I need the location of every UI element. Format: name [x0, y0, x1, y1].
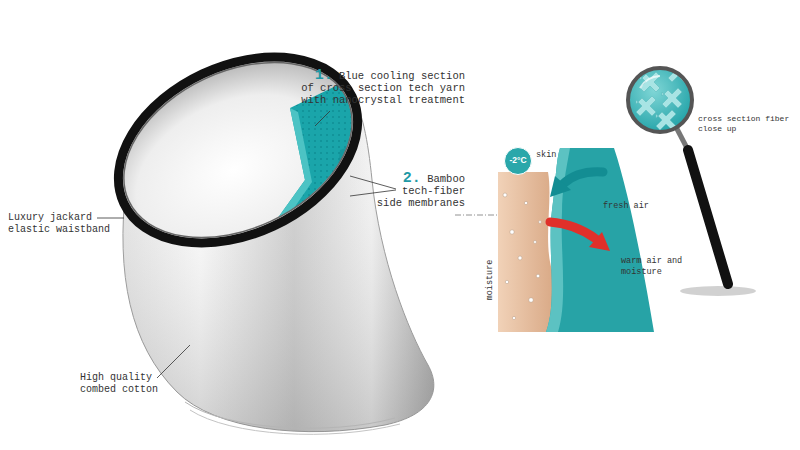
droplet [503, 193, 507, 197]
waistband-edge [96, 28, 381, 272]
fiber-cross [656, 110, 676, 130]
droplet [505, 280, 508, 283]
callout-label: High quality combed cotton [80, 372, 158, 395]
label-group: skin [536, 150, 556, 160]
magnifier-rim [628, 68, 692, 132]
leader-line [157, 345, 190, 378]
droplet [524, 201, 527, 204]
fabric [546, 148, 654, 332]
label-group: High quality combed cotton [80, 372, 162, 396]
fiber-cross [636, 96, 656, 116]
droplet [510, 230, 514, 234]
warm-air-arrow [550, 222, 596, 239]
waistband [88, 21, 387, 280]
leader-line [97, 218, 124, 219]
leader-line [350, 176, 396, 189]
lens-highlight [640, 76, 660, 88]
callout-label: skin [536, 150, 556, 160]
callout-number: 1. [315, 67, 333, 84]
label-group: cross section fiber close up [698, 114, 792, 134]
leader-line [350, 190, 396, 196]
warm-air-arrowhead [589, 232, 610, 251]
label-group: warm air and moisture [621, 256, 693, 278]
fresh-air-arrowhead [550, 176, 571, 197]
callout-label: fresh air [603, 201, 649, 211]
temperature-badge: -2°C [504, 147, 532, 175]
callout-label: Luxury jackard elastic waistband [8, 212, 110, 235]
bottom-seam [190, 410, 400, 434]
callout-label: Bamboo tech-fiber side membranes [377, 173, 465, 209]
label-group: 2. Bamboo tech-fiber side membranes [373, 173, 465, 209]
droplet [536, 274, 540, 278]
label-group: 1. Blue cooling section of cross section… [297, 70, 465, 106]
magnifier-handle [688, 150, 728, 284]
callout-number: 2. [403, 170, 421, 187]
callout-label: moisture [485, 260, 495, 301]
node-text: -2°C [509, 156, 526, 165]
droplet [518, 256, 522, 260]
moisture-droplets [503, 193, 541, 320]
callout-label: cross section fiber close up [698, 114, 789, 133]
fresh-air-arrow [563, 172, 603, 184]
bottom-seam [185, 402, 395, 428]
label-group: Luxury jackard elastic waistband [8, 212, 114, 236]
skin [498, 172, 554, 332]
label-group: fresh air [603, 201, 649, 211]
magnifier-lens [629, 69, 691, 131]
droplet [529, 298, 534, 303]
callout-label: warm air and moisture [621, 256, 682, 277]
droplet [534, 241, 537, 244]
droplet [512, 316, 515, 319]
magnifier-shadow [680, 286, 756, 296]
fiber-cross [662, 88, 682, 108]
label-group: moisture [485, 260, 495, 301]
droplet [539, 221, 542, 224]
leader-line [315, 111, 330, 126]
fabric-inner-face [546, 148, 570, 332]
